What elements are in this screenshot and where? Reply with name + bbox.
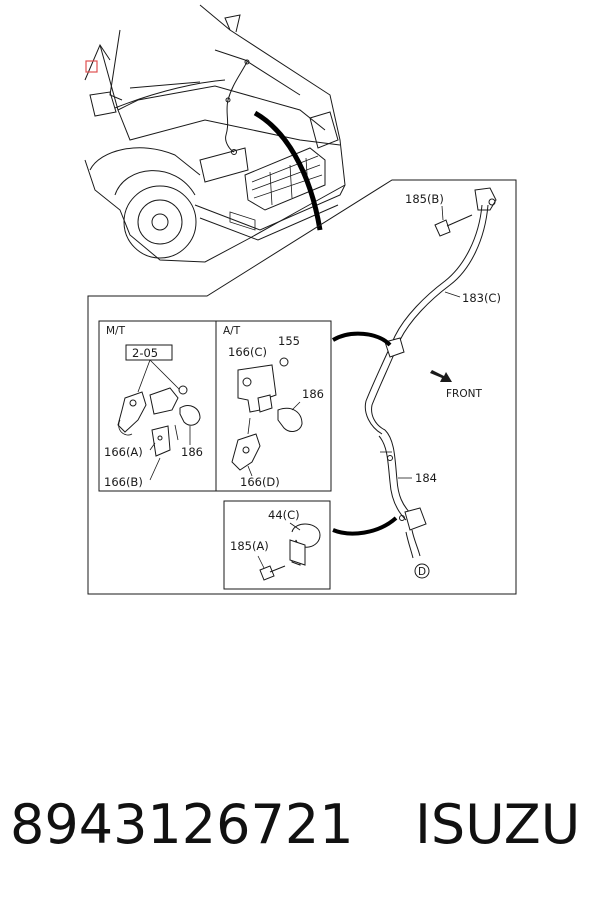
label-44c: 44(C) <box>268 508 300 522</box>
transmission-inset: M/T A/T 2-05 166(A) 186 166(B) 166(C) 15… <box>98 320 332 492</box>
parts-diagram: M/T A/T 2-05 166(A) 186 166(B) 166(C) 15… <box>84 4 517 595</box>
clamp-inset: 44(C) 185(A) <box>223 500 331 590</box>
sensor-bracket-mt <box>117 391 147 433</box>
caption-bar: 8943126721 ISUZU <box>0 780 600 880</box>
label-ref-205: 2-05 <box>132 346 158 360</box>
ref-box <box>125 344 173 361</box>
label-166b: 166(B) <box>104 475 143 489</box>
label-d: D <box>418 566 426 578</box>
vehicle-illustration <box>84 4 346 263</box>
label-166d: 166(D) <box>240 475 280 489</box>
label-155: 155 <box>278 334 300 348</box>
label-183c: 183(C) <box>462 291 501 305</box>
label-186-mt: 186 <box>181 445 203 459</box>
label-166a: 166(A) <box>104 445 143 459</box>
lower-clamp <box>404 507 427 531</box>
label-186-at: 186 <box>302 387 324 401</box>
clip-186-mt <box>179 405 201 426</box>
detail-frame <box>87 179 517 595</box>
front-arrow-icon <box>430 370 452 382</box>
label-mt: M/T <box>106 325 126 337</box>
location-marker <box>85 60 98 73</box>
label-184: 184 <box>415 471 437 485</box>
clip-186-at <box>277 407 303 432</box>
part-number: 8943126721 <box>10 793 354 856</box>
label-166c: 166(C) <box>228 345 267 359</box>
bolt-185a <box>259 565 275 581</box>
label-front: FRONT <box>446 388 482 400</box>
label-at: A/T <box>223 325 241 337</box>
label-185b: 185(B) <box>405 192 444 206</box>
brand-name: ISUZU <box>415 793 581 856</box>
harness-assembly: 185(B) 183(C) 184 D FRONT <box>331 187 501 579</box>
bolt-185b <box>434 219 451 237</box>
label-185a: 185(A) <box>230 539 269 553</box>
